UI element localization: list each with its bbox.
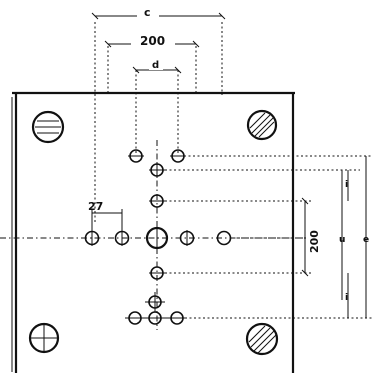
dim-200-top-label: 200 (140, 34, 165, 48)
dim-200-right-label: 200 (308, 230, 321, 253)
dim-i-lower-label: i (345, 293, 348, 303)
guide-pin-top (149, 194, 165, 208)
dimension-i-upper: i (345, 170, 349, 201)
dim-c-label: c (144, 6, 151, 19)
dim-e-label: e (363, 235, 369, 245)
dimension-27: 27 (88, 200, 123, 232)
corner-bolt-top-right (246, 109, 278, 141)
dim-d-label: d (152, 60, 159, 71)
dim-u-label: u (339, 235, 345, 245)
dimension-u: u (339, 170, 345, 300)
dimension-c: c (91, 4, 226, 20)
plate-outline (11, 91, 295, 373)
corner-bolt-top-left (31, 110, 65, 144)
hole-row (84, 226, 232, 250)
corner-bolt-bottom-right (245, 322, 279, 356)
corner-bolt-bottom-left (28, 322, 60, 354)
dimension-i-lower: i (345, 273, 349, 318)
right-extension-lines (165, 155, 373, 319)
dimension-e: e (363, 156, 369, 318)
dimension-200-right: 200 (301, 197, 321, 277)
upper-hole-pair (128, 149, 186, 178)
dimension-d: d (132, 58, 182, 74)
dim-27-label: 27 (88, 200, 103, 213)
guide-pin-bottom (149, 266, 165, 280)
lower-hole-cluster (125, 292, 187, 325)
dimension-200-top: 200 (104, 32, 200, 48)
dim-i-upper-label: i (345, 180, 348, 190)
